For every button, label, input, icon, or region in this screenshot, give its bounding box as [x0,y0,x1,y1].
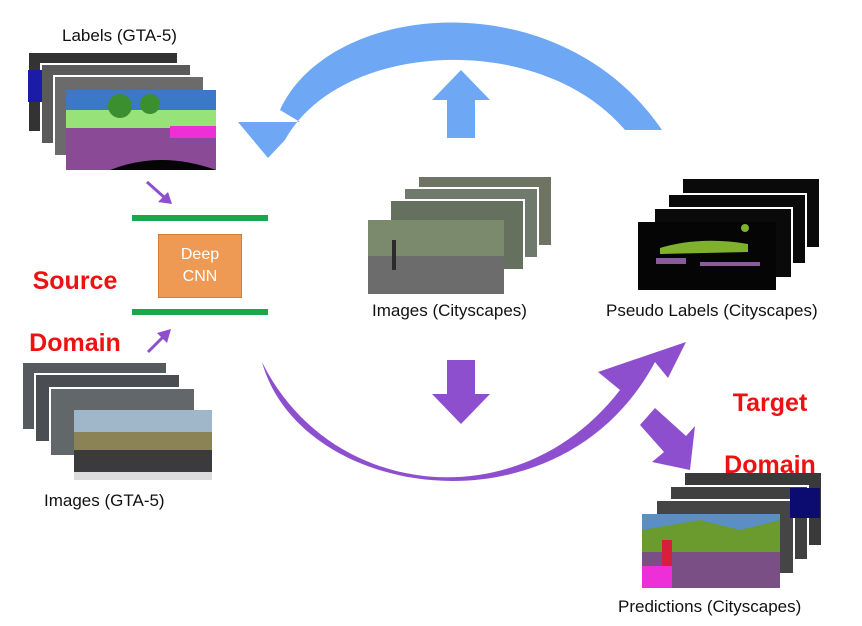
target-domain-label: Target Domain [714,357,826,481]
target-domain-line2: Domain [724,451,816,479]
cityscapes-photo [368,220,504,294]
images-cityscapes-stack [368,175,553,294]
cnn-bottom-bar [132,309,268,315]
predictions-caption: Predictions (Cityscapes) [618,597,802,616]
segmentation-label-image [66,90,216,170]
images-gta5-caption: Images (GTA-5) [44,491,165,510]
label-input-arrow [146,180,172,204]
cnn-top-bar [132,215,268,221]
gta5-photo [74,410,212,480]
blue-up-arrow [432,70,490,138]
pseudo-label-image [638,222,776,290]
source-domain-label: Source Domain [20,235,130,359]
source-domain-line2: Domain [29,329,121,357]
cnn-line2: CNN [182,268,218,285]
prediction-image [642,488,820,588]
images-cityscapes-caption: Images (Cityscapes) [372,301,527,320]
pseudo-labels-caption: Pseudo Labels (Cityscapes) [606,301,818,320]
images-gta5-stack [21,361,212,480]
purple-prediction-arrow [640,408,695,470]
image-input-arrow [146,329,171,354]
purple-down-arrow [432,360,490,424]
predictions-stack [642,471,823,588]
source-domain-line1: Source [32,267,118,295]
target-domain-line1: Target [732,389,808,417]
cnn-line1: Deep [180,246,220,263]
pseudo-labels-stack [638,177,821,290]
deep-cnn-box: Deep CNN [158,234,242,298]
labels-gta5-caption: Labels (GTA-5) [62,26,177,45]
blue-feedback-arrow [238,22,662,158]
labels-gta5-stack [27,51,216,170]
